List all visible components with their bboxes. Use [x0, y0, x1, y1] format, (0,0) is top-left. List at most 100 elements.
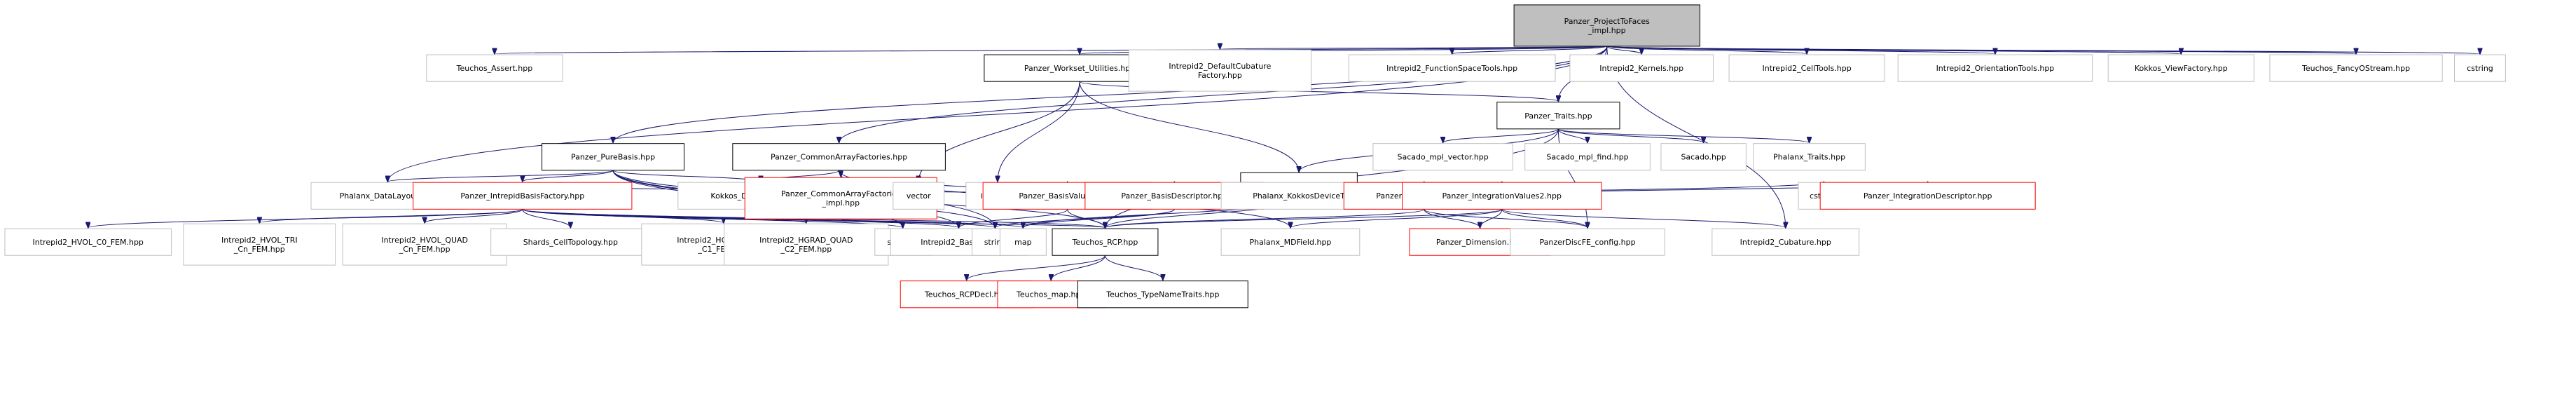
node-label: Teuchos_Assert.hpp [456, 64, 533, 73]
node-box [724, 223, 889, 266]
node-label: Panzer_PureBasis.hpp [571, 153, 655, 162]
node-label: _C2_FEM.hpp [780, 245, 832, 254]
node-box [1510, 228, 1665, 256]
node-box [1128, 49, 1311, 92]
node-cstring: cstring [2454, 54, 2506, 82]
include-edge-panzer_traits-to-sacado_mpl_vector [1443, 128, 1559, 143]
node-label: Kokkos_ViewFactory.hpp [2135, 64, 2228, 73]
include-edge-root-to-common_array_factories [839, 46, 1608, 143]
node-label: _Cn_FEM.hpp [233, 245, 285, 254]
include-edge-root-to-default_cubature [1220, 46, 1608, 49]
include-edge-root-to-workset_utilities [1080, 46, 1608, 54]
include-edge-point_values2-to-panzer_discfe_config [1424, 208, 1587, 228]
node-box [1728, 54, 1885, 82]
node-panzer-traits[interactable]: Panzer_Traits.hpp [1496, 102, 1620, 130]
node-box [342, 223, 507, 266]
node-box [1819, 182, 2036, 210]
node-orientation-tools: Intrepid2_OrientationTools.hpp [1897, 54, 2093, 82]
node-label: Sacado.hpp [1681, 153, 1726, 162]
node-label: Panzer_IntrepidBasisFactory.hpp [460, 191, 584, 201]
node-panzer-discfe-config: PanzerDiscFE_config.hpp [1510, 228, 1665, 256]
node-integration-values2[interactable]: Panzer_IntegrationValues2.hpp [1402, 182, 1602, 210]
node-root[interactable]: Panzer_ProjectToFaces_impl.hpp [1513, 4, 1700, 47]
node-label: Shards_CellTopology.hpp [523, 238, 618, 247]
include-edge-integration_values2-to-intrepid2_cubature [1501, 208, 1786, 228]
node-box [1897, 54, 2093, 82]
node-common-array-factories[interactable]: Panzer_CommonArrayFactories.hpp [732, 143, 946, 171]
include-edge-root-to-teuchos_assert [495, 46, 1608, 54]
node-label: cstring [2467, 64, 2493, 73]
include-edge-basis_values2-to-intrepid2_basis [958, 208, 1068, 228]
node-label: Teuchos_FancyOStream.hpp [2301, 64, 2410, 73]
node-function-space-tools: Intrepid2_FunctionSpaceTools.hpp [1348, 54, 1556, 82]
include-edge-intrepid_basis_factory-to-shards_cell_topology [522, 209, 571, 228]
node-box [1524, 143, 1651, 171]
include-edge-basis_descriptor-to-map [1023, 208, 1175, 228]
node-teuchos-rcp[interactable]: Teuchos_RCP.hpp [1052, 228, 1159, 256]
node-type-name-traits[interactable]: Teuchos_TypeNameTraits.hpp [1077, 280, 1248, 309]
node-box [893, 182, 945, 210]
node-label: vector [907, 191, 931, 201]
node-label: _impl.hpp [1587, 26, 1626, 35]
include-edge-root-to-cstring [1606, 46, 2480, 54]
node-label: Factory.hpp [1198, 71, 1242, 80]
include-edge-teuchos_rcp-to-type_name_traits [1104, 255, 1162, 280]
include-edge-pure_basis-to-phalanx_datalayout [387, 170, 614, 182]
node-box [1077, 280, 1248, 309]
node-phalanx-mdfield: Phalanx_MDField.hpp [1220, 228, 1361, 256]
node-label: Panzer_CommonArrayFactories.hpp [771, 153, 907, 162]
node-intrepid-basis-factory[interactable]: Panzer_IntrepidBasisFactory.hpp [413, 182, 633, 210]
node-label: Teuchos_TypeNameTraits.hpp [1106, 290, 1219, 299]
node-box [490, 228, 651, 256]
node-label: Intrepid2_FunctionSpaceTools.hpp [1386, 64, 1517, 73]
node-integration-descriptor[interactable]: Panzer_IntegrationDescriptor.hpp [1819, 182, 2036, 210]
include-edge-teuchos_rcp-to-teuchos_map [1051, 255, 1106, 280]
node-box [1711, 228, 1860, 256]
node-label: PanzerDiscFE_config.hpp [1539, 238, 1635, 247]
node-label: Panzer_Traits.hpp [1524, 111, 1592, 121]
node-intrepid2-cubature: Intrepid2_Cubature.hpp [1711, 228, 1860, 256]
node-label: Panzer_ProjectToFaces [1564, 17, 1651, 26]
node-label: Teuchos_RCPDecl.hpp [924, 290, 1009, 299]
node-box [2107, 54, 2254, 82]
node-box [1513, 4, 1700, 47]
node-sacado-mpl-vector: Sacado_mpl_vector.hpp [1372, 143, 1513, 171]
node-label: Phalanx_DataLayout.hpp [340, 191, 436, 201]
node-kokkos-view-factory: Kokkos_ViewFactory.hpp [2107, 54, 2254, 82]
node-label: Intrepid2_Cubature.hpp [1740, 238, 1831, 247]
node-box [1569, 54, 1714, 82]
node-sacado: Sacado.hpp [1660, 143, 1747, 171]
node-hgrad-quad-c2: Intrepid2_HGRAD_QUAD_C2_FEM.hpp [724, 223, 889, 266]
node-box [413, 182, 633, 210]
node-box [1220, 228, 1361, 256]
node-label: Sacado_mpl_find.hpp [1546, 153, 1628, 162]
node-label: Panzer_BasisDescriptor.hpp [1121, 191, 1227, 201]
node-label: Intrepid2_OrientationTools.hpp [1936, 64, 2055, 73]
node-label: map [1014, 238, 1031, 247]
node-box [1348, 54, 1556, 82]
node-pure-basis[interactable]: Panzer_PureBasis.hpp [542, 143, 684, 171]
include-edge-intrepid_basis_factory-to-hvol_tri [259, 208, 523, 223]
node-box [426, 54, 563, 82]
include-edge-integration_values2-to-panzer_discfe_config [1501, 209, 1587, 228]
node-box [183, 223, 336, 266]
include-edge-teuchos_rcp-to-rcp_decl [967, 255, 1106, 280]
include-edge-panzer_traits-to-sacado_mpl_find [1557, 128, 1587, 143]
include-edge-intrepid_basis_factory-to-hvol_quad [425, 208, 523, 223]
node-box [1372, 143, 1513, 171]
node-box [732, 143, 946, 171]
node-phalanx-traits: Phalanx_Traits.hpp [1753, 143, 1866, 171]
node-box [4, 228, 172, 256]
include-edge-root-to-cell_tools [1606, 46, 1807, 54]
node-label: Phalanx_MDField.hpp [1250, 238, 1332, 247]
include-edge-point_values2-to-teuchos_rcp [1105, 208, 1425, 228]
node-teuchos-assert: Teuchos_Assert.hpp [426, 54, 563, 82]
include-edge-workset_utilities-to-panzer_traits [1079, 81, 1558, 101]
node-vector: vector [893, 182, 945, 210]
node-cell-tools: Intrepid2_CellTools.hpp [1728, 54, 1885, 82]
include-edge-workset_utilities-to-panzer_workset [1079, 81, 1299, 172]
node-kernels: Intrepid2_Kernels.hpp [1569, 54, 1714, 82]
include-edge-point_values2-to-panzer_dimension [1424, 209, 1480, 228]
node-label: Phalanx_Traits.hpp [1773, 153, 1845, 162]
